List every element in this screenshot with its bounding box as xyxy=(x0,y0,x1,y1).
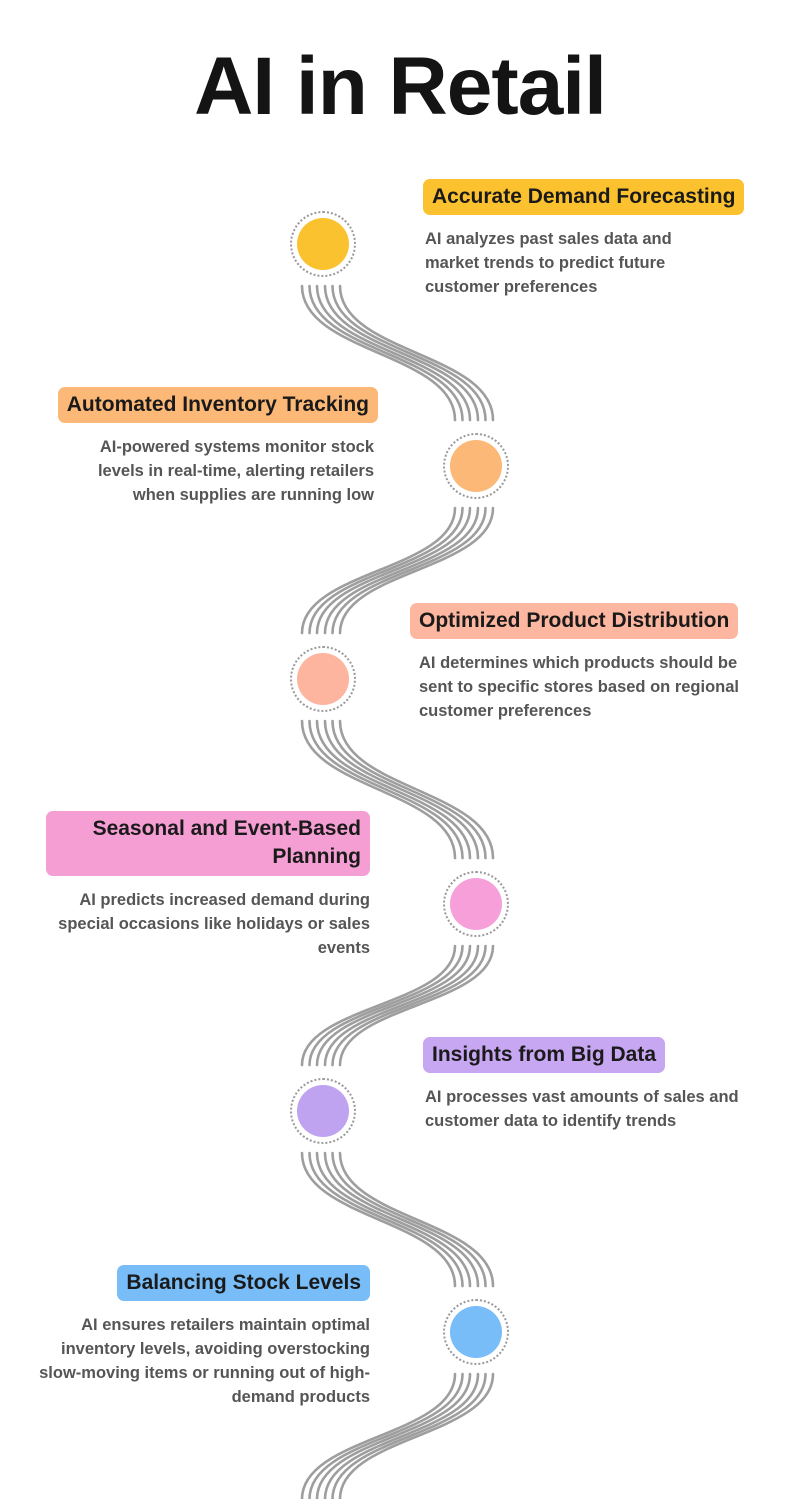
path-strand-1-segment-4 xyxy=(300,944,457,1067)
step-1: Accurate Demand Forecasting AI analyzes … xyxy=(423,179,795,299)
step-1-node-dot xyxy=(297,218,349,270)
path-strand-4-segment-5 xyxy=(323,1151,480,1288)
step-2: Automated Inventory Tracking AI-powered … xyxy=(6,387,378,507)
path-strand-5-segment-4 xyxy=(331,944,487,1067)
step-3-label: Optimized Product Distribution xyxy=(410,603,739,640)
step-3: Optimized Product Distribution AI determ… xyxy=(410,603,795,723)
step-4: Seasonal and Event-Based Planning AI pre… xyxy=(40,811,370,960)
step-5: Insights from Big Data AI processes vast… xyxy=(423,1037,795,1133)
step-3-description: AI determines which products should be s… xyxy=(419,654,740,721)
path-strand-2-segment-4 xyxy=(308,944,464,1067)
step-1-node xyxy=(290,211,356,277)
path-strand-3-segment-2 xyxy=(315,506,472,635)
path-strand-5-segment-2 xyxy=(331,506,487,635)
step-1-label: Accurate Demand Forecasting xyxy=(423,179,745,216)
step-6-node xyxy=(443,1299,509,1365)
step-4-node xyxy=(443,871,509,937)
path-strand-2-segment-1 xyxy=(308,284,464,422)
step-6: Balancing Stock Levels AI ensures retail… xyxy=(30,1265,370,1409)
path-strand-4-segment-6 xyxy=(323,1372,480,1499)
path-strand-3-segment-4 xyxy=(315,944,472,1067)
step-6-node-dot xyxy=(450,1306,502,1358)
path-strand-1-segment-6 xyxy=(300,1372,457,1499)
step-5-node-dot xyxy=(297,1085,349,1137)
step-2-node xyxy=(443,433,509,499)
path-strand-6-segment-6 xyxy=(338,1372,495,1499)
path-strand-4-segment-3 xyxy=(323,719,480,860)
path-strand-2-segment-3 xyxy=(308,719,464,860)
step-2-node-dot xyxy=(450,440,502,492)
path-strand-1-segment-5 xyxy=(300,1151,457,1288)
path-strand-2-segment-2 xyxy=(308,506,464,635)
path-strand-5-segment-3 xyxy=(331,719,487,860)
step-2-label: Automated Inventory Tracking xyxy=(57,387,378,424)
step-5-label: Insights from Big Data xyxy=(423,1037,666,1074)
step-1-description: AI analyzes past sales data and market t… xyxy=(425,230,672,297)
path-strand-6-segment-1 xyxy=(338,284,495,422)
step-3-node-dot xyxy=(297,653,349,705)
path-strand-4-segment-4 xyxy=(323,944,480,1067)
path-strand-3-segment-6 xyxy=(315,1372,472,1499)
step-4-description: AI predicts increased demand during spec… xyxy=(58,890,370,957)
path-strand-1-segment-3 xyxy=(300,719,457,860)
step-3-node xyxy=(290,646,356,712)
path-strand-3-segment-5 xyxy=(315,1151,472,1288)
path-strand-5-segment-6 xyxy=(331,1372,487,1499)
path-strand-6-segment-3 xyxy=(338,719,495,860)
step-6-label: Balancing Stock Levels xyxy=(117,1265,370,1302)
path-strand-5-segment-1 xyxy=(331,284,487,422)
path-strand-2-segment-6 xyxy=(308,1372,464,1499)
path-strand-6-segment-5 xyxy=(338,1151,495,1288)
page-title: AI in Retail xyxy=(194,41,607,132)
path-strand-4-segment-2 xyxy=(323,506,480,635)
step-5-node xyxy=(290,1078,356,1144)
step-4-node-dot xyxy=(450,878,502,930)
step-6-description: AI ensures retailers maintain optimal in… xyxy=(39,1316,370,1407)
path-strand-1-segment-2 xyxy=(300,506,457,635)
path-strand-3-segment-1 xyxy=(315,284,472,422)
path-strand-5-segment-5 xyxy=(331,1151,487,1288)
step-4-label: Seasonal and Event-Based Planning xyxy=(46,811,370,876)
path-strand-2-segment-5 xyxy=(308,1151,464,1288)
path-strand-3-segment-3 xyxy=(315,719,472,860)
step-5-description: AI processes vast amounts of sales and c… xyxy=(425,1088,739,1131)
path-strand-4-segment-1 xyxy=(323,284,480,422)
path-strand-1-segment-1 xyxy=(300,284,457,422)
path-strand-6-segment-4 xyxy=(338,944,495,1067)
path-strand-6-segment-2 xyxy=(338,506,495,635)
step-2-description: AI-powered systems monitor stock levels … xyxy=(97,438,374,505)
